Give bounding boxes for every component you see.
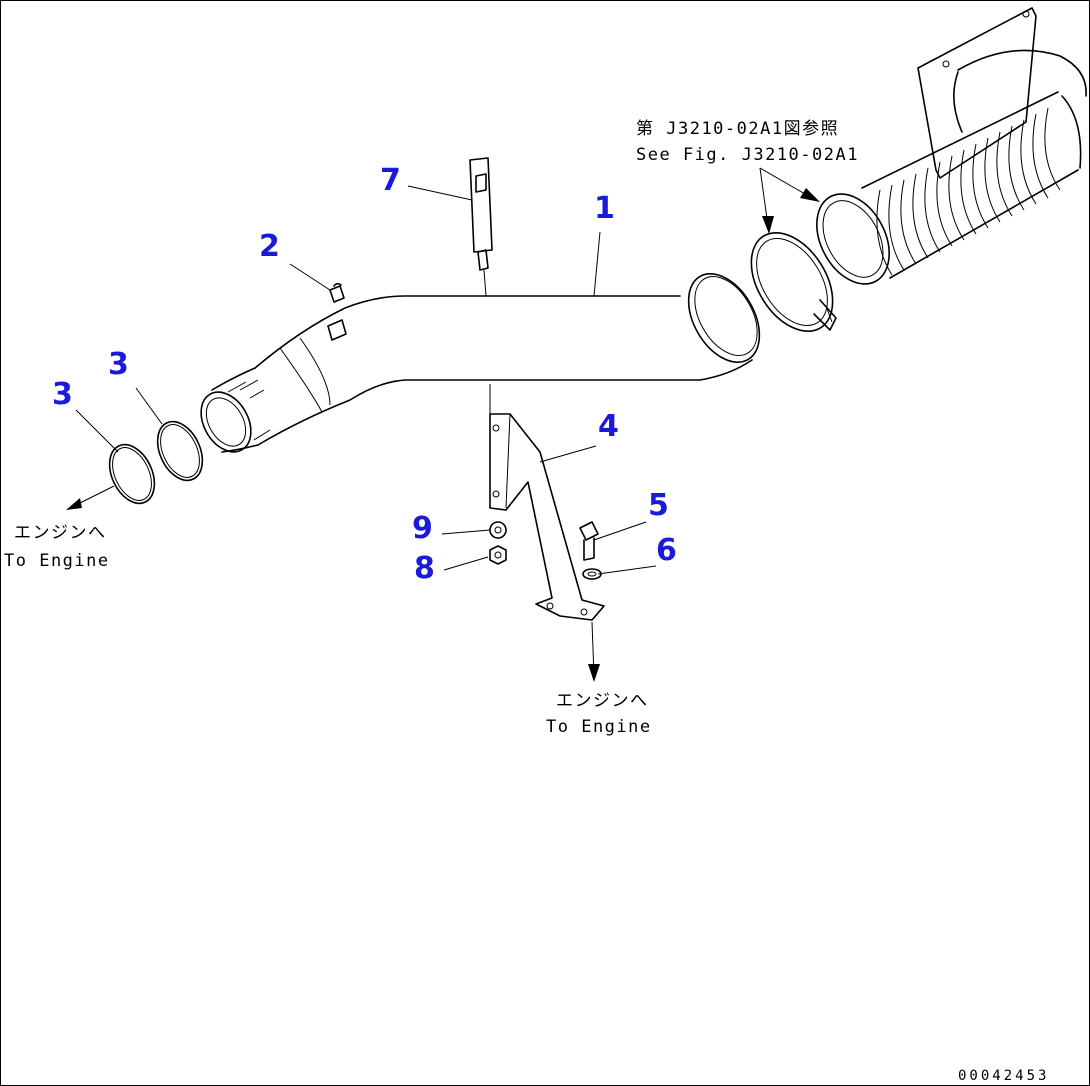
callout-2: 2 bbox=[259, 229, 280, 264]
to-engine-left-en: To Engine bbox=[4, 551, 110, 571]
flexible-hose bbox=[816, 7, 1087, 285]
hose-clamp bbox=[750, 231, 837, 333]
arrow-to-engine-left bbox=[66, 485, 115, 510]
callout-1: 1 bbox=[594, 191, 615, 226]
callout-9: 9 bbox=[412, 511, 433, 546]
bolt bbox=[579, 521, 599, 561]
callout-3-outer: 3 bbox=[52, 377, 73, 412]
nut bbox=[489, 545, 507, 565]
pressure-sensor bbox=[469, 157, 493, 297]
to-engine-left-jp: エンジンへ bbox=[14, 523, 107, 543]
reference-note-jp: 第 J3210-02A1図参照 bbox=[636, 119, 839, 139]
plug bbox=[329, 282, 345, 303]
washer-9 bbox=[489, 521, 507, 539]
callout-5: 5 bbox=[648, 488, 669, 523]
arrow-to-engine-bottom bbox=[588, 621, 600, 682]
intake-pipe bbox=[200, 273, 761, 453]
o-ring-outer bbox=[108, 443, 156, 505]
callout-4: 4 bbox=[598, 409, 619, 444]
to-engine-bottom-en: To Engine bbox=[546, 717, 652, 737]
callout-8: 8 bbox=[414, 551, 435, 586]
o-ring-inner bbox=[156, 420, 204, 482]
to-engine-bottom-jp: エンジンへ bbox=[556, 691, 649, 711]
bracket bbox=[489, 384, 605, 621]
arrow-to-reference bbox=[759, 167, 820, 234]
callout-7: 7 bbox=[380, 163, 401, 198]
callout-6: 6 bbox=[656, 533, 677, 568]
callout-3-inner: 3 bbox=[108, 347, 129, 382]
reference-note-en: See Fig. J3210-02A1 bbox=[636, 145, 859, 165]
leader-lines bbox=[75, 185, 657, 575]
document-id: 00042453 bbox=[958, 1068, 1049, 1084]
